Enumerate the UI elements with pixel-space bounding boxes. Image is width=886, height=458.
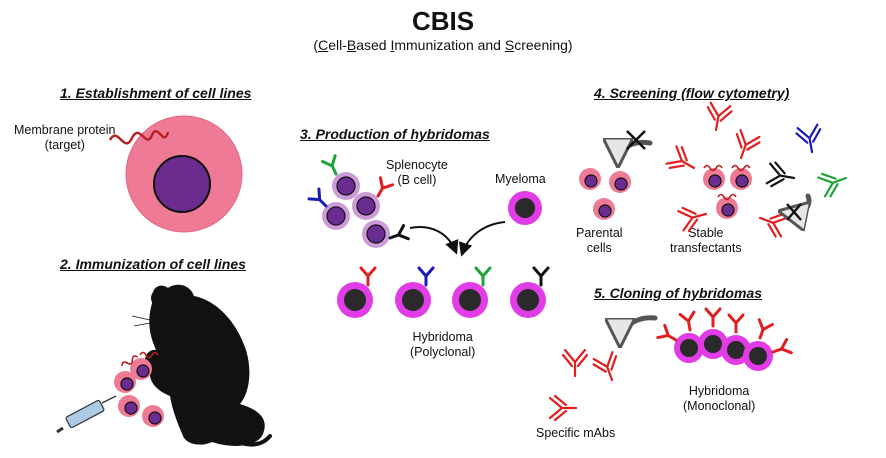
splenocyte-label: Splenocyte(B cell): [386, 158, 448, 187]
blocked-arrow-top: [618, 142, 653, 162]
myeloma-cell: [508, 191, 542, 225]
step-1-heading: 1. Establishment of cell lines: [60, 85, 252, 101]
cross-icon-bottom: [786, 203, 802, 221]
blocked-arrow-bottom: [784, 193, 812, 213]
step-5-heading: 5. Cloning of hybridomas: [594, 285, 763, 301]
membrane-protein-label: Membrane protein(target): [14, 123, 116, 152]
mouse-icon: [131, 284, 272, 447]
hybridoma-polyclonal-label: Hybridoma(Polyclonal): [410, 330, 476, 359]
specific-mabs-label: Specific mAbs: [536, 426, 616, 440]
membrane-protein-icon: [108, 130, 170, 145]
specific-mabs: [548, 348, 625, 422]
cross-icon-top: [626, 130, 646, 150]
fusion-arrow-left: [409, 226, 459, 255]
step-3-heading: 3. Production of hybridomas: [300, 126, 490, 142]
screening-antibodies: [664, 101, 852, 240]
page-title: CBIS: [411, 6, 475, 36]
target-cell: [108, 115, 243, 233]
cloning-arrow: [620, 315, 658, 342]
page-subtitle: (Cell-Based Immunization and Screening): [313, 37, 573, 53]
hybridoma-monoclonal-label: Hybridoma(Monoclonal): [683, 384, 756, 413]
step-4-heading: 4. Screening (flow cytometry): [594, 85, 790, 101]
hybridomas-monoclonal: [656, 307, 793, 371]
parental-cells: [579, 168, 631, 220]
fusion-arrow-right: [458, 221, 506, 257]
syringe-icon: [56, 395, 117, 434]
splenocytes: [307, 154, 410, 248]
myeloma-label: Myeloma: [495, 172, 546, 186]
step-2-heading: 2. Immunization of cell lines: [60, 256, 246, 272]
injected-cells: [114, 351, 164, 427]
stable-transfectants: [703, 164, 752, 219]
hybridomas-polyclonal: [337, 266, 550, 318]
